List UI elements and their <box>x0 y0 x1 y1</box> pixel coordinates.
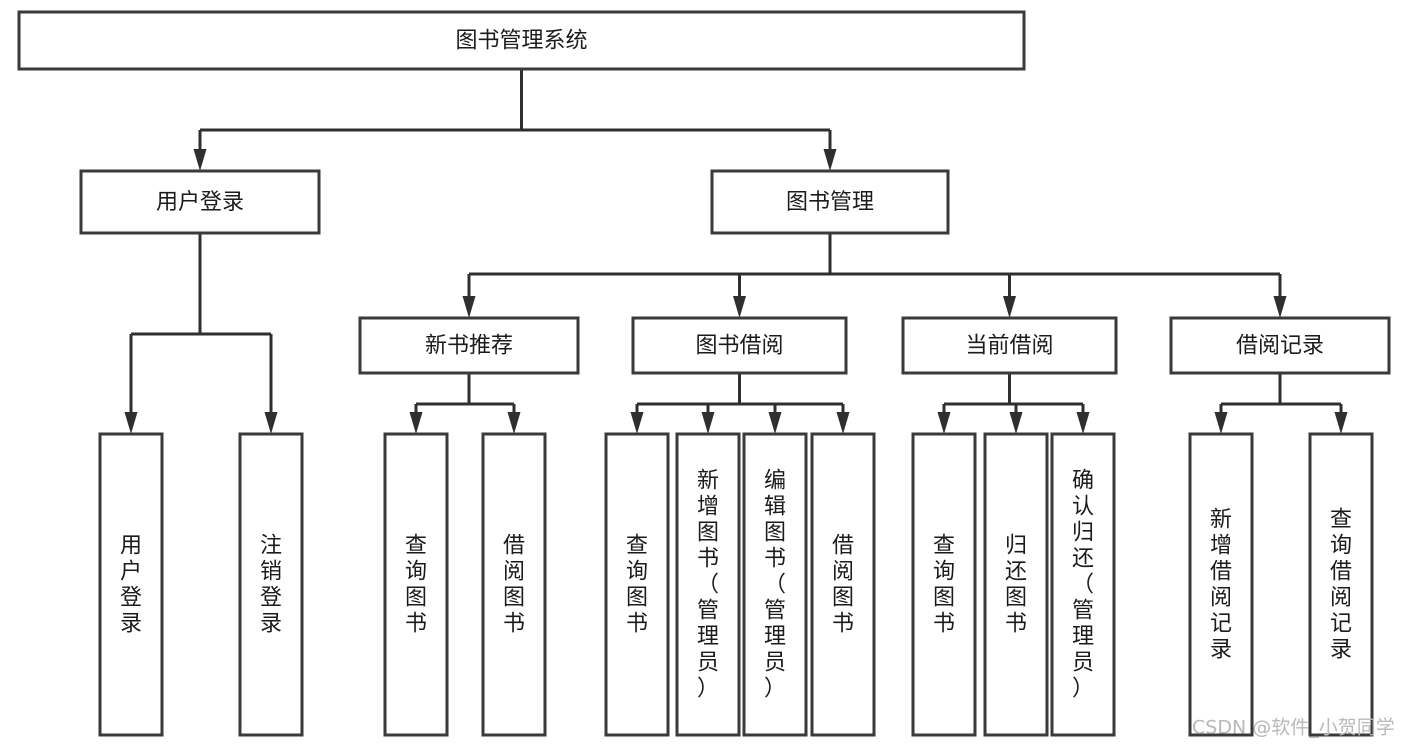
node-borrow-record[interactable]: 借阅记录 <box>1169 316 1391 375</box>
connector-group-bookborrow-to-leaves <box>630 373 850 434</box>
node-label-root: 图书管理系统 <box>455 29 587 54</box>
node-leaf-query-book-2[interactable]: 查询图书 <box>604 432 670 737</box>
node-label-leaf-borrow-book-2: 借阅图书 <box>832 534 854 637</box>
connector-group-bookmanage-to-level2 <box>462 233 1287 318</box>
node-user-login[interactable]: 用户登录 <box>79 169 321 235</box>
node-box-leaf-borrow-book-2 <box>810 432 876 737</box>
node-leaf-query-borrow-record[interactable]: 查询借阅记录 <box>1308 432 1374 737</box>
node-label-leaf-query-book-1: 查询图书 <box>405 534 427 637</box>
node-label-book-manage: 图书管理 <box>786 190 874 215</box>
node-label-leaf-add-book-admin: 新增图书（管理员） <box>697 469 719 702</box>
connector-arrowhead-book-borrow <box>733 296 746 318</box>
connector-group-borrowrecord-to-leaves <box>1214 373 1348 434</box>
connector-arrowhead-leaf-add-borrow-record <box>1214 412 1228 434</box>
node-label-leaf-query-book-2: 查询图书 <box>626 534 648 637</box>
connector-arrowhead-book-manage <box>823 149 837 171</box>
connector-group-userlogin-to-leaves <box>124 233 278 434</box>
node-box-leaf-add-borrow-record <box>1188 432 1254 737</box>
node-leaf-user-login[interactable]: 用户登录 <box>98 432 164 737</box>
connector-arrowhead-leaf-borrow-book-1 <box>507 412 521 434</box>
csdn-watermark: CSDN @软件_小贺同学 <box>1192 717 1395 739</box>
connector-group-newbook-to-leaves <box>409 373 521 434</box>
node-leaf-add-book-admin[interactable]: 新增图书（管理员） <box>675 432 741 737</box>
connector-arrowhead-borrow-record <box>1273 296 1287 318</box>
node-box-leaf-return-book <box>983 432 1049 737</box>
connector-arrowhead-leaf-borrow-book-2 <box>836 412 850 434</box>
node-label-book-borrow: 图书借阅 <box>695 334 783 359</box>
node-box-leaf-query-book-1 <box>383 432 449 737</box>
node-label-leaf-edit-book-admin: 编辑图书（管理员） <box>764 469 786 702</box>
node-box-leaf-query-book-2 <box>604 432 670 737</box>
node-box-borrow-record <box>1169 316 1391 375</box>
node-label-leaf-add-borrow-record: 新增借阅记录 <box>1210 508 1232 663</box>
node-box-leaf-query-book-3 <box>911 432 977 737</box>
node-label-leaf-borrow-book-1: 借阅图书 <box>503 534 525 637</box>
node-label-borrow-record: 借阅记录 <box>1236 334 1324 359</box>
node-box-new-book-recommend <box>358 316 580 375</box>
connector-arrowhead-leaf-query-borrow-record <box>1334 412 1348 434</box>
node-box-current-borrow <box>901 316 1118 375</box>
connector-arrowhead-leaf-edit-book-admin <box>768 412 782 434</box>
node-label-user-login: 用户登录 <box>156 190 244 215</box>
node-label-leaf-user-logout: 注销登录 <box>260 534 282 637</box>
node-box-leaf-query-borrow-record <box>1308 432 1374 737</box>
node-box-leaf-edit-book-admin <box>742 432 808 737</box>
node-leaf-add-borrow-record[interactable]: 新增借阅记录 <box>1188 432 1254 737</box>
node-box-leaf-user-logout <box>238 432 304 737</box>
node-leaf-return-book[interactable]: 归还图书 <box>983 432 1049 737</box>
node-label-leaf-confirm-return-admin: 确认归还（管理员） <box>1072 469 1094 702</box>
node-current-borrow[interactable]: 当前借阅 <box>901 316 1118 375</box>
connector-arrowhead-current-borrow <box>1003 296 1016 318</box>
connector-arrowhead-leaf-query-book-2 <box>630 412 644 434</box>
node-label-leaf-return-book: 归还图书 <box>1005 534 1027 637</box>
node-leaf-query-book-1[interactable]: 查询图书 <box>383 432 449 737</box>
node-box-leaf-borrow-book-1 <box>481 432 547 737</box>
node-leaf-borrow-book-2[interactable]: 借阅图书 <box>810 432 876 737</box>
connector-arrowhead-new-book-recommend <box>462 296 476 318</box>
node-layer: 图书管理系统用户登录图书管理新书推荐图书借阅当前借阅借阅记录用户登录注销登录查询… <box>17 10 1391 737</box>
node-label-leaf-user-login: 用户登录 <box>120 534 142 637</box>
node-root[interactable]: 图书管理系统 <box>17 10 1026 71</box>
node-leaf-user-logout[interactable]: 注销登录 <box>238 432 304 737</box>
connector-group-currentborrow-to-leaves <box>937 373 1090 434</box>
node-new-book-recommend[interactable]: 新书推荐 <box>358 316 580 375</box>
connector-arrowhead-leaf-query-book-3 <box>937 412 951 434</box>
node-box-leaf-confirm-return-admin <box>1050 432 1116 737</box>
node-box-leaf-add-book-admin <box>675 432 741 737</box>
connector-layer <box>124 69 1348 434</box>
connector-arrowhead-leaf-confirm-return-admin <box>1076 412 1090 434</box>
connector-arrowhead-leaf-user-logout <box>264 412 278 434</box>
node-leaf-borrow-book-1[interactable]: 借阅图书 <box>481 432 547 737</box>
node-leaf-query-book-3[interactable]: 查询图书 <box>911 432 977 737</box>
node-label-current-borrow: 当前借阅 <box>965 334 1053 359</box>
node-box-leaf-user-login <box>98 432 164 737</box>
connector-arrowhead-leaf-user-login <box>124 412 138 434</box>
node-label-leaf-query-book-3: 查询图书 <box>933 534 955 637</box>
node-box-root <box>17 10 1026 71</box>
connector-arrowhead-leaf-return-book <box>1009 412 1023 434</box>
node-box-book-manage <box>710 169 950 235</box>
connector-arrowhead-leaf-query-book-1 <box>409 412 423 434</box>
node-book-manage[interactable]: 图书管理 <box>710 169 950 235</box>
watermark-layer: CSDN @软件_小贺同学 <box>1192 717 1395 739</box>
node-box-user-login <box>79 169 321 235</box>
connector-group-root-to-level1 <box>193 69 837 171</box>
node-book-borrow[interactable]: 图书借阅 <box>631 316 848 375</box>
node-leaf-edit-book-admin[interactable]: 编辑图书（管理员） <box>742 432 808 737</box>
connector-arrowhead-user-login <box>193 149 207 171</box>
node-label-new-book-recommend: 新书推荐 <box>425 334 513 359</box>
node-box-book-borrow <box>631 316 848 375</box>
connector-arrowhead-leaf-add-book-admin <box>701 412 715 434</box>
node-label-leaf-query-borrow-record: 查询借阅记录 <box>1330 508 1352 663</box>
node-leaf-confirm-return-admin[interactable]: 确认归还（管理员） <box>1050 432 1116 737</box>
